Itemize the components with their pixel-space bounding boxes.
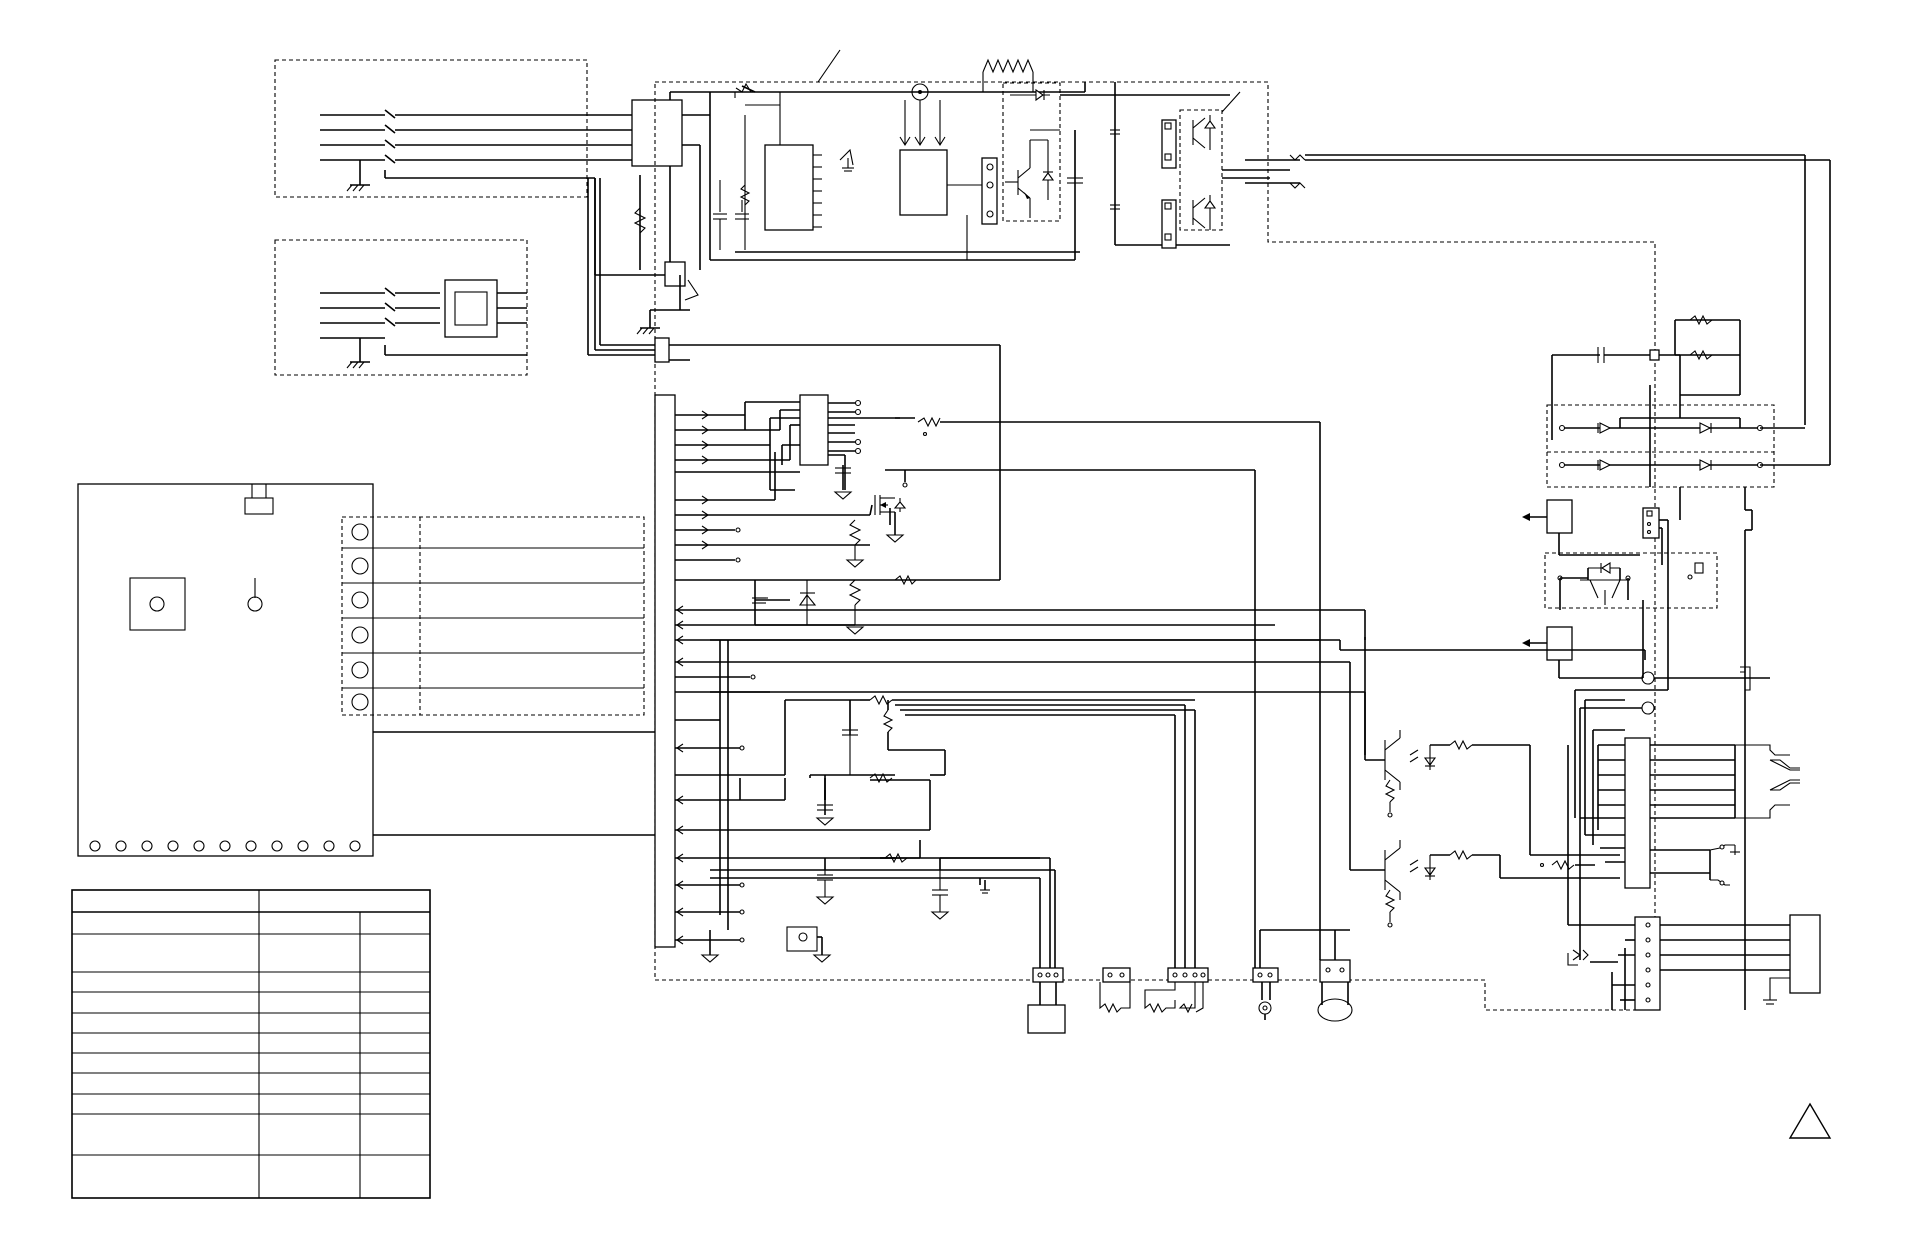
diode-icon (1588, 562, 1620, 574)
resistor-icon (1449, 849, 1473, 861)
resistor-icon (1384, 779, 1396, 818)
terminal-strip (1539, 560, 1800, 889)
inverter-section (669, 58, 1831, 465)
diode-icon (1010, 88, 1050, 102)
resistor-icon (884, 852, 908, 864)
rectifier-section (1546, 314, 1830, 1010)
transistor-icon (874, 495, 907, 515)
capacitor-icon (713, 180, 727, 250)
capacitor-icon (930, 858, 950, 920)
warning-triangle-icon (1788, 1102, 1832, 1139)
transistor-icon (1384, 730, 1401, 790)
ground-icon (346, 160, 370, 192)
capacitor-icon (752, 597, 768, 604)
legend-table (71, 889, 431, 1199)
relay-and-connectors (587, 175, 1001, 580)
capacitor-icon (1067, 130, 1083, 184)
sensor-wiring (710, 694, 1196, 968)
resistor-icon (845, 519, 865, 568)
transistor-icon (1580, 579, 1630, 605)
ground-icon (636, 310, 660, 335)
resistor-icon (1689, 314, 1713, 326)
resistor-icon (1551, 859, 1575, 871)
resistor-icon (869, 772, 893, 784)
controller-connector (654, 394, 720, 963)
resistor-icon (1689, 349, 1713, 361)
diode-icon (1699, 422, 1712, 434)
resistor-icon (1384, 889, 1396, 928)
optocoupler-section (1349, 610, 1620, 928)
diode-icon (1423, 855, 1437, 880)
bottom-connectors (1027, 929, 1353, 1034)
cross-wiring (594, 178, 1646, 968)
diode-icon (1597, 422, 1612, 434)
transistor-icon (1005, 139, 1055, 218)
diode-icon (1597, 459, 1612, 471)
capacitor-icon (815, 858, 835, 905)
power-input-block-a (274, 59, 683, 198)
diode-icon (1699, 459, 1712, 471)
resistor-icon (882, 709, 894, 733)
resistor-icon (845, 579, 865, 635)
control-panel (77, 483, 655, 857)
transistor-icon (1192, 195, 1217, 230)
transistor-icon (1192, 115, 1217, 150)
diode-icon (798, 580, 817, 625)
resistor-icon (894, 574, 917, 586)
resistor-icon (1449, 739, 1473, 751)
ground-icon (833, 465, 853, 500)
diode-icon (1423, 745, 1437, 770)
ground-icon (346, 338, 370, 369)
resistor-icon (917, 416, 941, 428)
transistor-icon (1384, 840, 1401, 900)
logic-ic-area (710, 394, 1365, 955)
driver-module-section (1522, 499, 1770, 960)
capacitor-icon (842, 700, 858, 775)
power-input-block-b (274, 239, 528, 376)
terminal-block (1567, 745, 1821, 1011)
capacitor-icon (735, 200, 749, 220)
resistor-icon (739, 184, 751, 206)
